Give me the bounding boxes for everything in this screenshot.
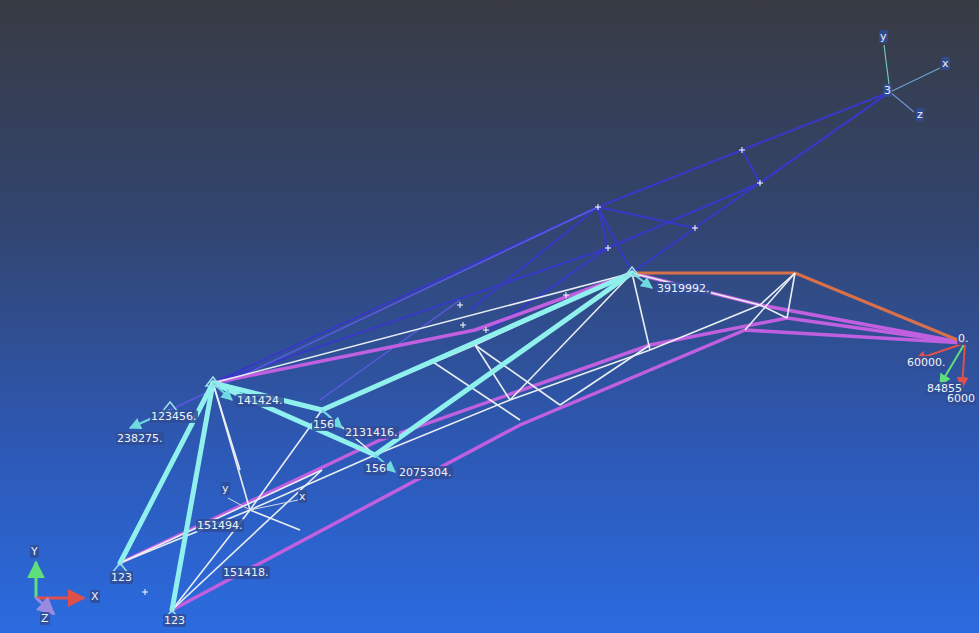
value-label: 6000 — [946, 392, 976, 405]
value-label: 151418. — [222, 566, 270, 579]
axis-label: x — [298, 490, 307, 503]
node-id: 3 — [883, 84, 892, 97]
view-triad — [36, 562, 84, 614]
lower-chords — [120, 273, 965, 610]
value-label: 60000. — [906, 356, 947, 369]
axis-label: z — [916, 108, 924, 121]
axis-label: Z — [40, 612, 50, 625]
value-label: 123456. — [150, 410, 198, 423]
top-chord — [632, 273, 965, 343]
main-members — [120, 273, 632, 610]
value-label: 151494. — [196, 519, 244, 532]
value-label: 2131416. — [344, 426, 399, 439]
value-label: 238275. — [116, 432, 164, 445]
axis-label: y — [879, 30, 888, 43]
value-label: 3919992. — [656, 282, 711, 295]
dof-label: 156 — [312, 418, 335, 431]
dof-label: 123 — [110, 571, 133, 584]
model-triad — [884, 45, 940, 112]
cables — [213, 92, 890, 383]
value-label: 141424. — [236, 394, 284, 407]
axis-label: X — [90, 590, 100, 603]
value-label: 2075304. — [398, 466, 453, 479]
axis-label: x — [941, 57, 950, 70]
local-axes — [228, 498, 298, 510]
value-label: 0. — [957, 332, 970, 345]
axis-label: Y — [30, 545, 39, 558]
load-arrows — [130, 273, 652, 472]
axis-label: y — [221, 482, 230, 495]
supports — [112, 267, 639, 620]
dof-label: 123 — [163, 614, 186, 627]
bracing — [120, 273, 795, 610]
dof-label: 156 — [364, 462, 387, 475]
node-marks — [142, 147, 763, 595]
